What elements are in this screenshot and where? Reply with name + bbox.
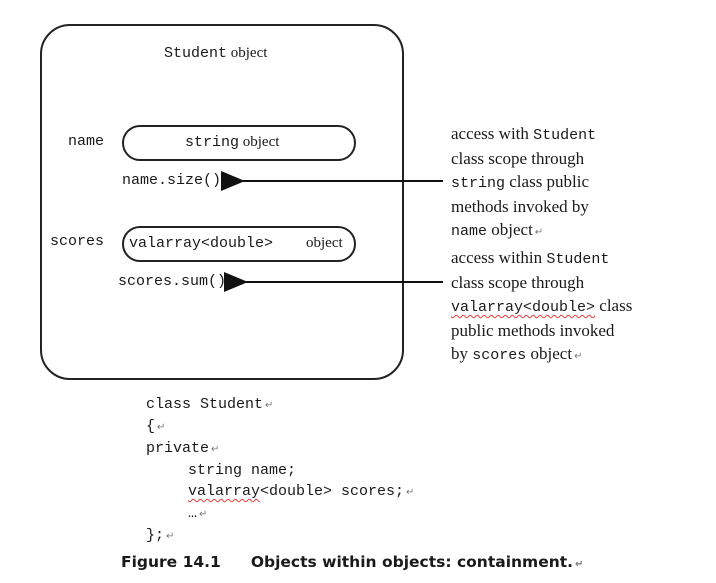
valarray-object-pill [122,226,356,262]
valarray-type-name: valarray<double> [129,235,274,252]
figure-caption: Figure 14.1 Objects within objects: conta… [121,553,583,571]
annotation-line: access within Student [451,248,610,268]
code-line: class Student↵ [146,396,274,413]
code-line: …↵ [188,505,208,522]
annotation-line: class scope through [451,273,585,292]
code-line: valarray<double> scores;↵ [188,483,415,500]
figure-caption-text: Objects within objects: containment. [250,553,574,571]
annotation-line: public methods invoked [451,321,615,340]
paragraph-mark: ↵ [575,559,584,570]
annotation-line: valarray<double> class [451,296,633,316]
annotation-line: class scope through [451,149,585,168]
string-object-word: object [239,134,280,150]
student-object-box [40,24,404,380]
valarray-access-annotation: access within Student class scope throug… [451,246,632,368]
figure-number: Figure 14.1 [121,553,221,571]
annotation-line: by scores object↵ [451,344,583,364]
annotation-line: name object↵ [451,220,544,240]
string-type-name: string [185,134,240,151]
student-class-name: Student [164,45,228,62]
annotation-line: methods invoked by [451,197,589,216]
scores-member-label: scores [50,233,105,250]
name-member-label: name [68,133,105,150]
annotation-line: string class public [451,172,590,192]
code-listing: class Student↵ {↵ private↵ string name; … [146,394,414,547]
annotation-line: access with Student [451,124,597,144]
code-line: private↵ [146,440,220,457]
valarray-object-word: object [306,235,343,251]
paragraph-mark: ↵ [534,227,544,238]
student-object-word: object [227,45,268,61]
scores-sum-text: scores.sum() [118,273,227,290]
paragraph-mark: ↵ [574,351,583,362]
string-object-label: string object [185,134,279,151]
code-line: };↵ [146,527,175,544]
code-line: {↵ [146,418,166,435]
name-size-text: name.size() [122,172,222,189]
student-object-title: Student object [164,45,267,62]
code-line: string name; [188,462,297,479]
string-object-pill [122,125,356,161]
string-access-annotation: access with Student class scope through … [451,122,596,244]
